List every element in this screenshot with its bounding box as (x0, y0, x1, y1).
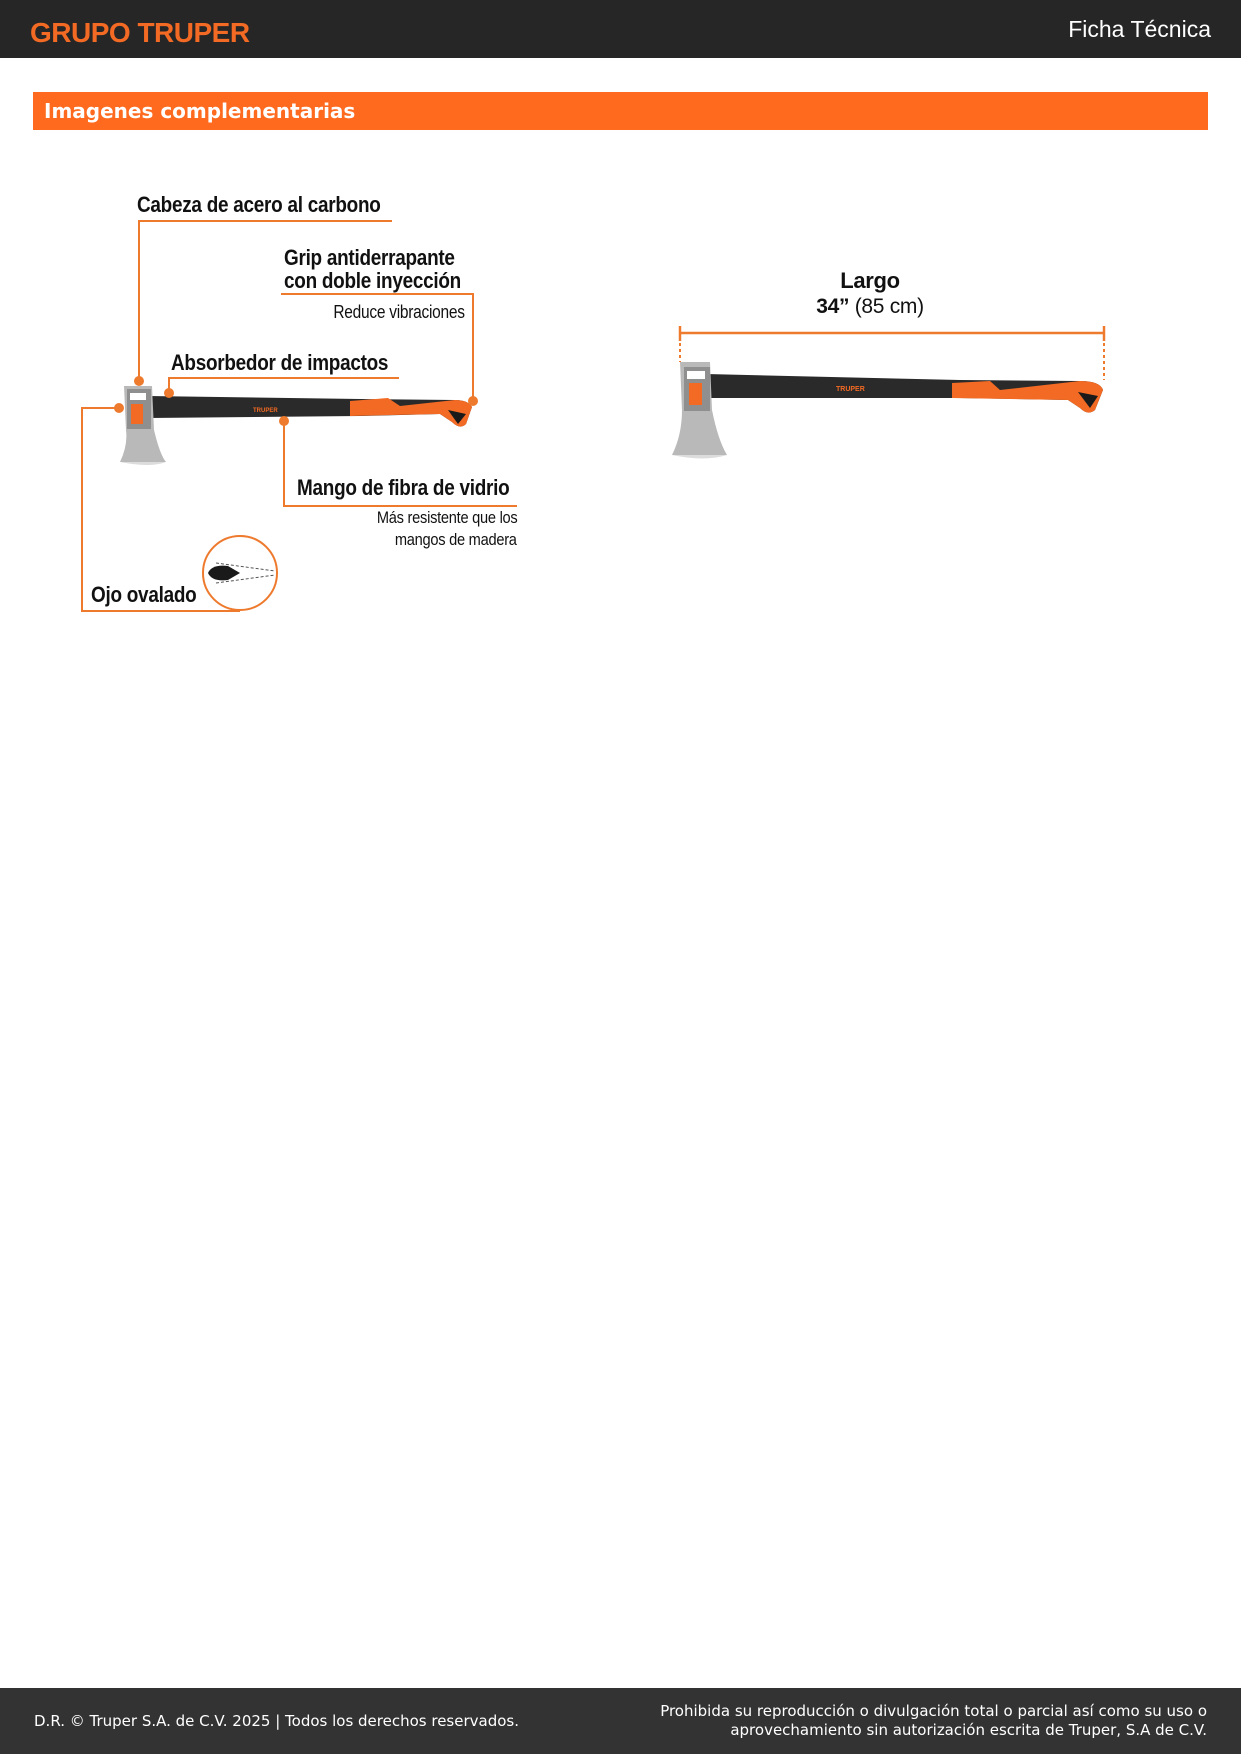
callout-head-label: Cabeza de acero al carbono (137, 192, 381, 217)
document-title: Ficha Técnica (1068, 16, 1211, 42)
callout-grip-sub: Reduce vibraciones (333, 302, 466, 322)
product-image-dimension: TRUPER (672, 326, 1106, 459)
callout-grip-line1: Grip antiderrapante (284, 245, 455, 270)
footer-disclaimer-line1: Prohibida su reproducción o divulgación … (660, 1702, 1207, 1720)
callout-handle-sub-line1: Más resistente que los (376, 508, 517, 527)
product-image-callouts: TRUPER (81, 220, 517, 612)
callout-grip-line2: con doble inyección (284, 268, 461, 293)
handle-brand-text-2: TRUPER (836, 386, 865, 393)
footer-bar: D.R. © Truper S.A. de C.V. 2025 | Todos … (0, 1688, 1241, 1754)
footer-disclaimer: Prohibida su reproducción o divulgación … (660, 1702, 1207, 1740)
callout-handle-label: Mango de fibra de vidrio (297, 475, 510, 500)
footer-disclaimer-line2: aprovechamiento sin autorización escrita… (730, 1721, 1207, 1739)
brand-logo: GRUPO TRUPER (30, 17, 250, 48)
callout-handle-sub-line2: mangos de madera (395, 530, 517, 549)
header-bar: GRUPO TRUPER Ficha Técnica (0, 0, 1241, 58)
dimension-value: 34” (816, 295, 850, 318)
callout-absorber-label: Absorbedor de impactos (171, 350, 389, 375)
section-header: Imagenes complementarias (33, 92, 1208, 130)
callout-eye-label: Ojo ovalado (91, 582, 197, 607)
dimension-value-row: 34” (85 cm) (770, 295, 970, 319)
footer-copyright: D.R. © Truper S.A. de C.V. 2025 | Todos … (34, 1712, 519, 1730)
dimension-metric: (85 cm) (854, 295, 924, 318)
section-title: Imagenes complementarias (44, 99, 356, 123)
dimension-label: Largo (840, 268, 900, 293)
handle-brand-text: TRUPER (253, 408, 278, 414)
